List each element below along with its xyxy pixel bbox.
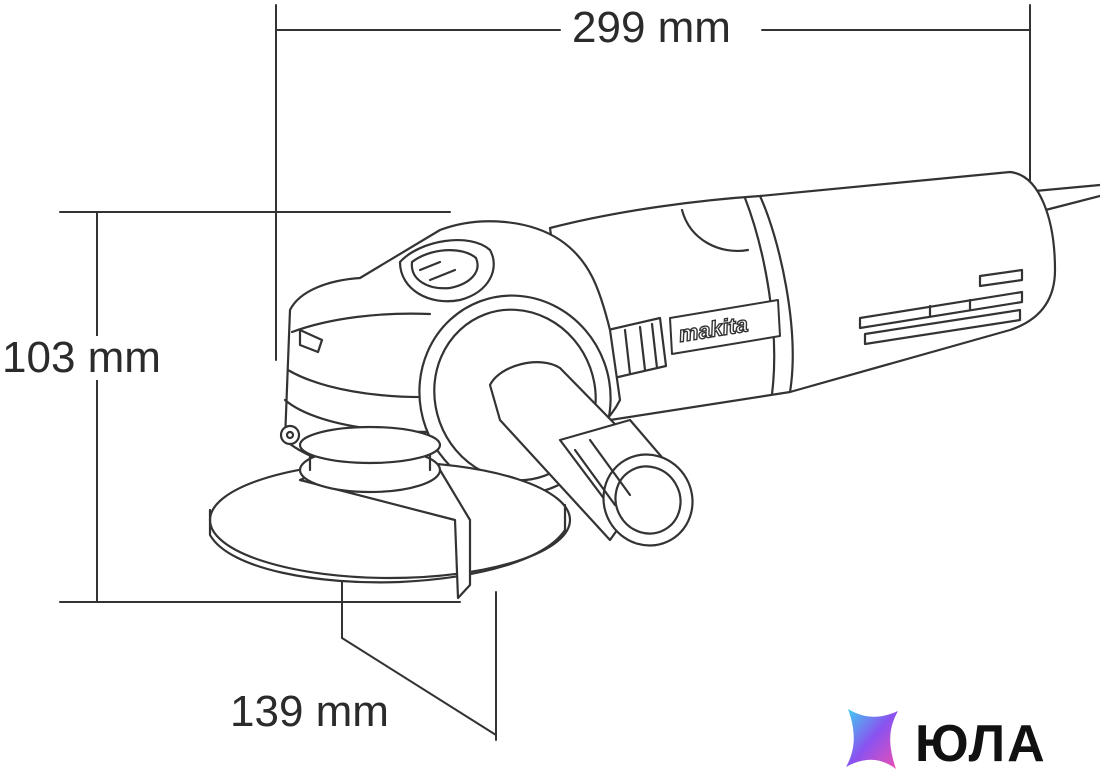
wheel-guard	[208, 425, 572, 600]
yula-logo-icon	[846, 709, 898, 769]
motor-housing	[548, 170, 1057, 422]
height-dimension-label: 103 mm	[2, 333, 161, 382]
dimension-lines	[59, 4, 1031, 741]
width-dimension-label: 299 mm	[566, 6, 737, 50]
side-handle	[418, 294, 694, 547]
watermark-text: ЮЛА	[915, 715, 1047, 773]
depth-dimension-label: 139 mm	[230, 687, 389, 736]
